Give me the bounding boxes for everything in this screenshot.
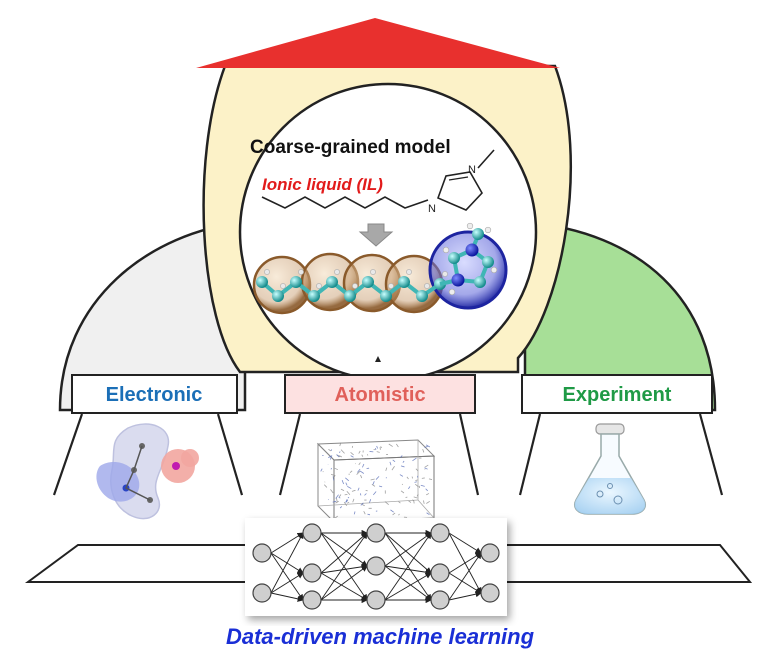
nn-node <box>252 583 272 603</box>
nn-node <box>430 563 450 583</box>
carbon-atom <box>362 276 374 288</box>
atomistic-label: Atomistic <box>334 384 425 406</box>
carbon-atom <box>416 290 428 302</box>
carbon-atom <box>272 290 284 302</box>
nn-node <box>252 543 272 563</box>
experiment-label-box <box>521 374 713 414</box>
nn-node <box>480 583 500 603</box>
nitrogen-atom <box>465 243 479 257</box>
nn-node <box>430 523 450 543</box>
footer-caption: Data-driven machine learning <box>226 624 535 649</box>
carbon-atom <box>474 276 486 288</box>
atomistic-label-box <box>284 374 476 414</box>
imidazolium-ring <box>436 171 483 211</box>
erlenmeyer-flask-icon <box>574 423 646 515</box>
nn-node <box>366 556 386 576</box>
carbon-atom <box>290 276 302 288</box>
electronic-label: Electronic <box>106 384 203 406</box>
carbon-atom <box>380 290 392 302</box>
roof-triangle <box>196 18 560 68</box>
ring-n-label: N <box>428 203 436 215</box>
nn-node <box>366 590 386 610</box>
neural-network-diagram <box>252 523 500 610</box>
model-title: Coarse-grained model <box>250 137 451 158</box>
cg-bead-group <box>252 222 508 315</box>
carbon-atom <box>482 256 494 268</box>
carbon-atom <box>256 276 268 288</box>
methyl-bond <box>477 149 495 169</box>
cg-bead-imidazolium <box>428 230 508 310</box>
atomistic-simulation-box <box>316 439 436 524</box>
nn-node <box>366 523 386 543</box>
nn-node <box>302 590 322 610</box>
pointer-triangle <box>375 356 381 362</box>
electronic-molecule-icon <box>96 423 199 520</box>
transform-arrow-icon <box>358 223 394 247</box>
carbon-atom <box>308 290 320 302</box>
nn-node <box>302 563 322 583</box>
model-subtitle: Ionic liquid (IL) <box>262 175 383 194</box>
alkyl-chain-skeleton <box>261 196 429 209</box>
pillar-legs <box>52 413 724 496</box>
methyl-n-label: N <box>468 164 476 176</box>
electronic-label-box <box>71 374 238 414</box>
experiment-label: Experiment <box>563 384 672 406</box>
carbon-atom <box>448 252 460 264</box>
carbon-atom <box>344 290 356 302</box>
nitrogen-atom <box>451 273 465 287</box>
nn-node <box>302 523 322 543</box>
nn-node <box>430 590 450 610</box>
carbon-atom <box>326 276 338 288</box>
nn-node <box>480 543 500 563</box>
carbon-atom <box>398 276 410 288</box>
ring-double-bond <box>448 176 469 181</box>
